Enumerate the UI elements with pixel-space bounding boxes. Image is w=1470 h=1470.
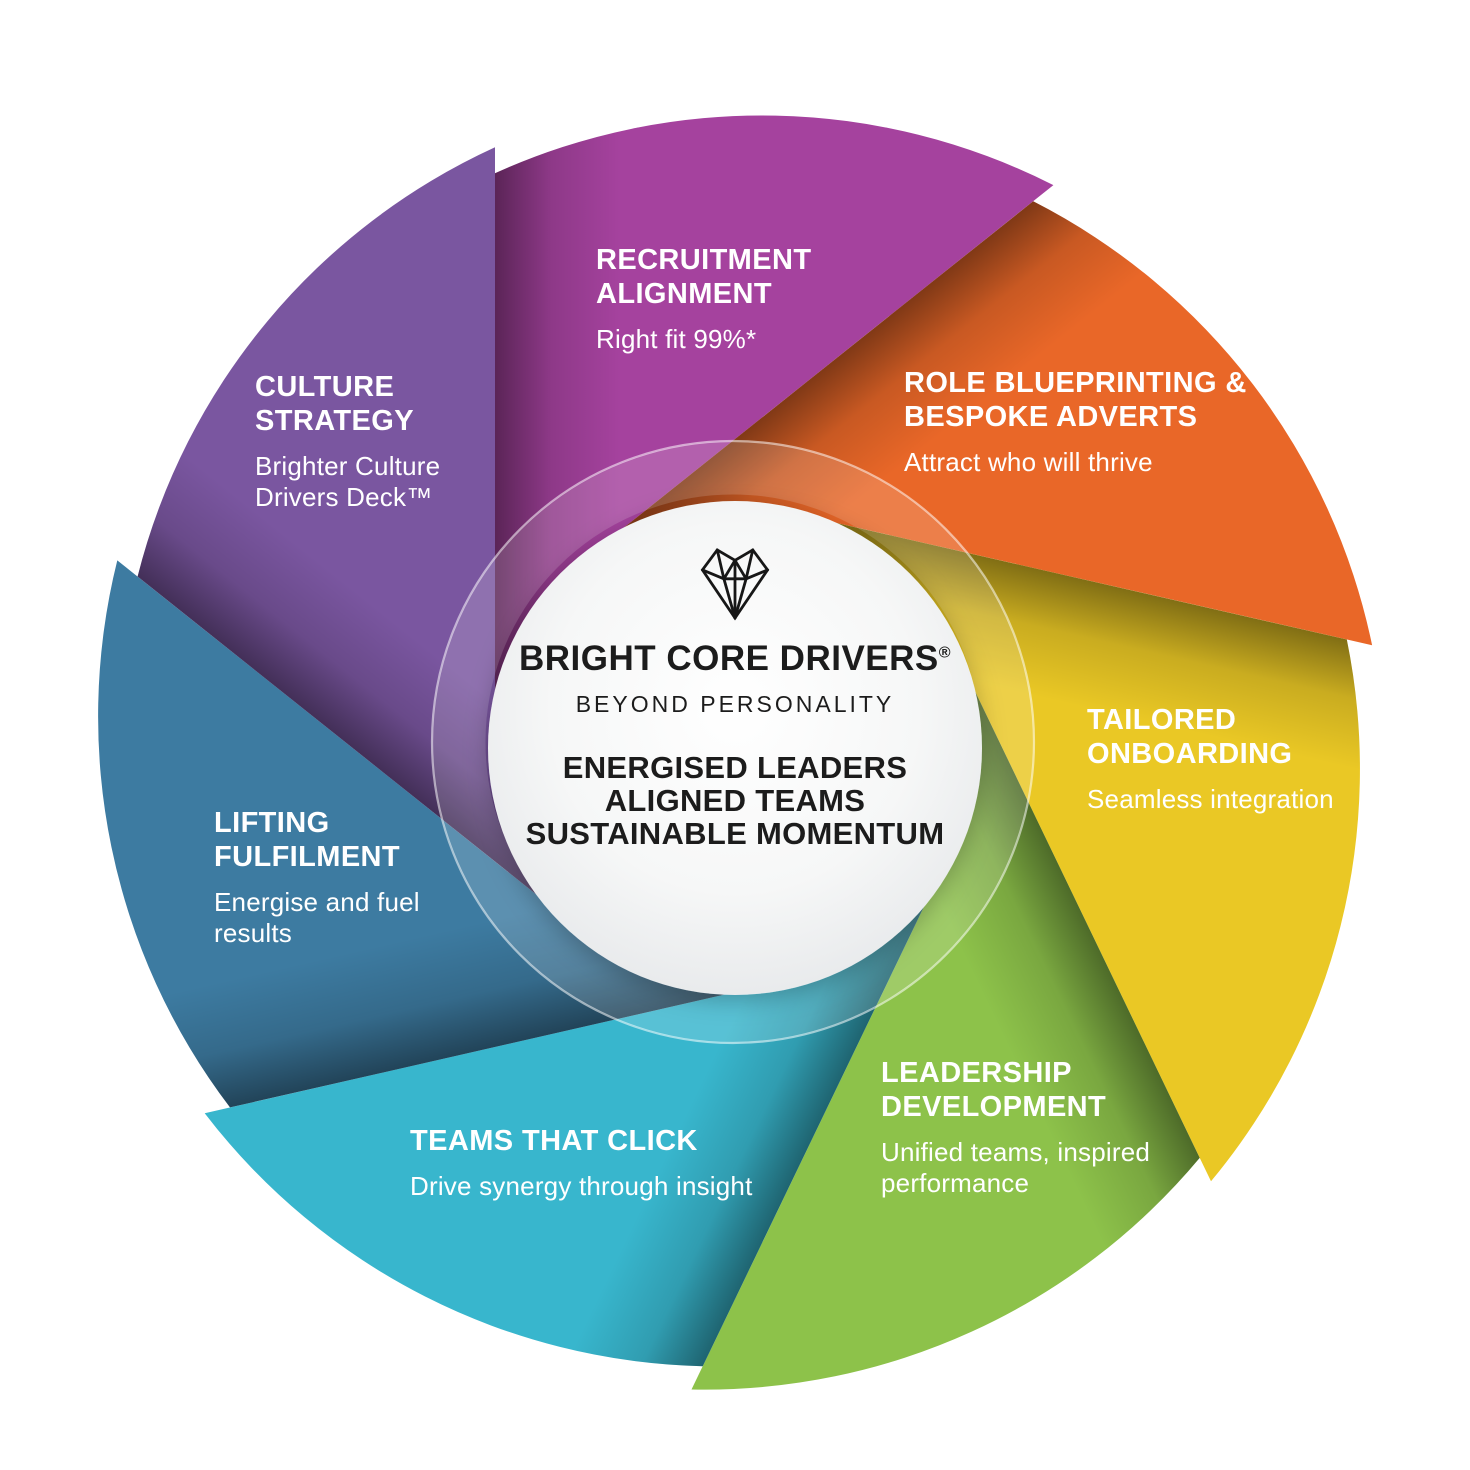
segment-label-leadership-development: LEADERSHIP DEVELOPMENT Unified teams, in… [881,1056,1181,1199]
segment-subtitle: Brighter Culture Drivers Deck™ [255,451,441,512]
segment-title: TEAMS THAT CLICK [410,1125,698,1157]
segment-label-culture-strategy: CULTURE STRATEGY Brighter Culture Driver… [255,370,510,513]
segment-subtitle: Drive synergy through insight [410,1171,753,1201]
hub-ring-highlight [430,439,1036,1045]
faceted-heart-icon [700,548,770,621]
segment-title: ROLE BLUEPRINTING & BESPOKE ADVERTS [904,367,1247,433]
wheel-blades [98,115,1373,1390]
segment-shadow [788,512,1360,1182]
segment-shadow [495,115,1054,746]
brand-tagline: BEYOND PERSONALITY [575,691,895,717]
segment-shadow [691,641,1200,1390]
segment-subtitle: Attract who will thrive [904,447,1153,477]
segment-subtitle: Energise and fuel results [214,887,420,948]
segment-title: TAILORED ONBOARDING [1087,704,1293,770]
segment-shadow [137,147,586,934]
hub-circle [488,501,982,995]
mission-line: ALIGNED TEAMS [604,783,866,818]
registered-trademark: ® [938,644,952,662]
segment-label-recruitment-alignment: RECRUITMENT ALIGNMENT Right fit 99%* [596,243,846,355]
segment-title: RECRUITMENT ALIGNMENT [596,244,812,310]
segment-title: CULTURE STRATEGY [255,371,414,437]
segment-shadow [585,201,1373,646]
segment-label-lifting-fulfilment: LIFTING FULFILMENT Energise and fuel res… [214,806,464,949]
segment-title: LIFTING FULFILMENT [214,807,401,873]
hub-glow-ring [432,441,1034,1043]
center-hub: BRIGHT CORE DRIVERS® BEYOND PERSONALITY … [488,501,982,995]
segment-subtitle: Right fit 99%* [596,324,757,354]
mission-line: SUSTAINABLE MOMENTUM [525,816,945,851]
segment-label-tailored-onboarding: TAILORED ONBOARDING Seamless integration [1087,703,1337,815]
segment-label-role-blueprinting: ROLE BLUEPRINTING & BESPOKE ADVERTS Attr… [904,366,1269,478]
mission-line: ENERGISED LEADERS [562,750,908,785]
brand-title: BRIGHT CORE DRIVERS® [518,639,952,678]
mission-statement: ENERGISED LEADERS ALIGNED TEAMS SUSTAINA… [526,751,945,850]
segment-shadow [98,560,789,1108]
segment-label-teams-that-click: TEAMS THAT CLICK Drive synergy through i… [410,1124,753,1202]
segment-title: LEADERSHIP DEVELOPMENT [881,1057,1107,1123]
segment-shadow [204,850,952,1367]
segment-subtitle: Seamless integration [1087,784,1334,814]
segment-subtitle: Unified teams, inspired performance [881,1137,1151,1198]
